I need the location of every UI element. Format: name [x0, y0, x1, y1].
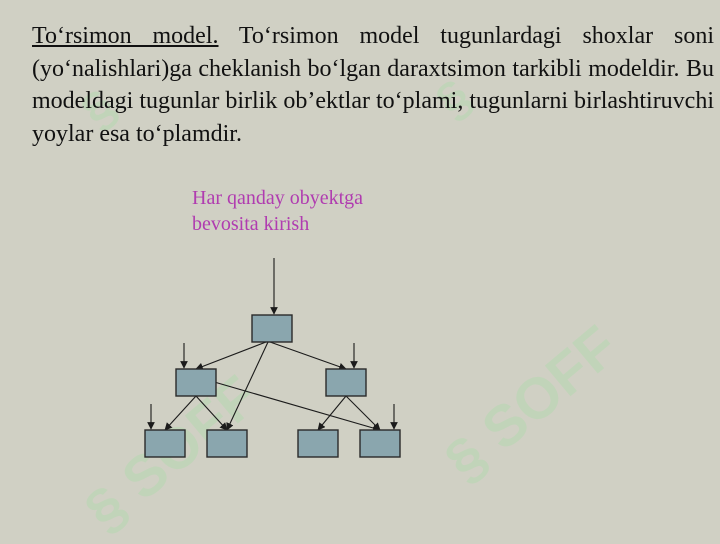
edge-mid-left-to-leaf-4	[215, 381, 381, 432]
edge-mid-left-to-leaf-1	[164, 395, 197, 431]
edge-root-to-mid-left	[195, 341, 267, 371]
node-leaf-1	[144, 429, 186, 458]
node-leaf-3	[297, 429, 339, 458]
edge-root-to-leaf-2	[226, 341, 269, 431]
edge-mid-right-to-leaf-4	[345, 395, 381, 431]
definition-paragraph: To‘rsimon model. To‘rsimon model tugunla…	[32, 20, 714, 150]
edge-mid-right-to-leaf-3	[317, 395, 347, 431]
direct-access-callout: Har qanday obyektga bevosita kirish	[192, 185, 363, 237]
node-root	[251, 314, 293, 343]
node-mid-right	[325, 368, 367, 397]
edge-root-to-mid-right	[269, 341, 347, 371]
node-leaf-4	[359, 429, 401, 458]
term-heading: To‘rsimon model.	[32, 23, 219, 49]
edge-mid-left-to-leaf-2	[195, 395, 228, 431]
callout-line-1: Har qanday obyektga	[192, 187, 364, 209]
node-leaf-2	[206, 429, 248, 458]
callout-line-2: bevosita kirish	[192, 213, 310, 235]
node-mid-left	[175, 368, 217, 397]
definition-body: To‘rsimon model tugunlardagi shoxlar son…	[32, 23, 714, 147]
